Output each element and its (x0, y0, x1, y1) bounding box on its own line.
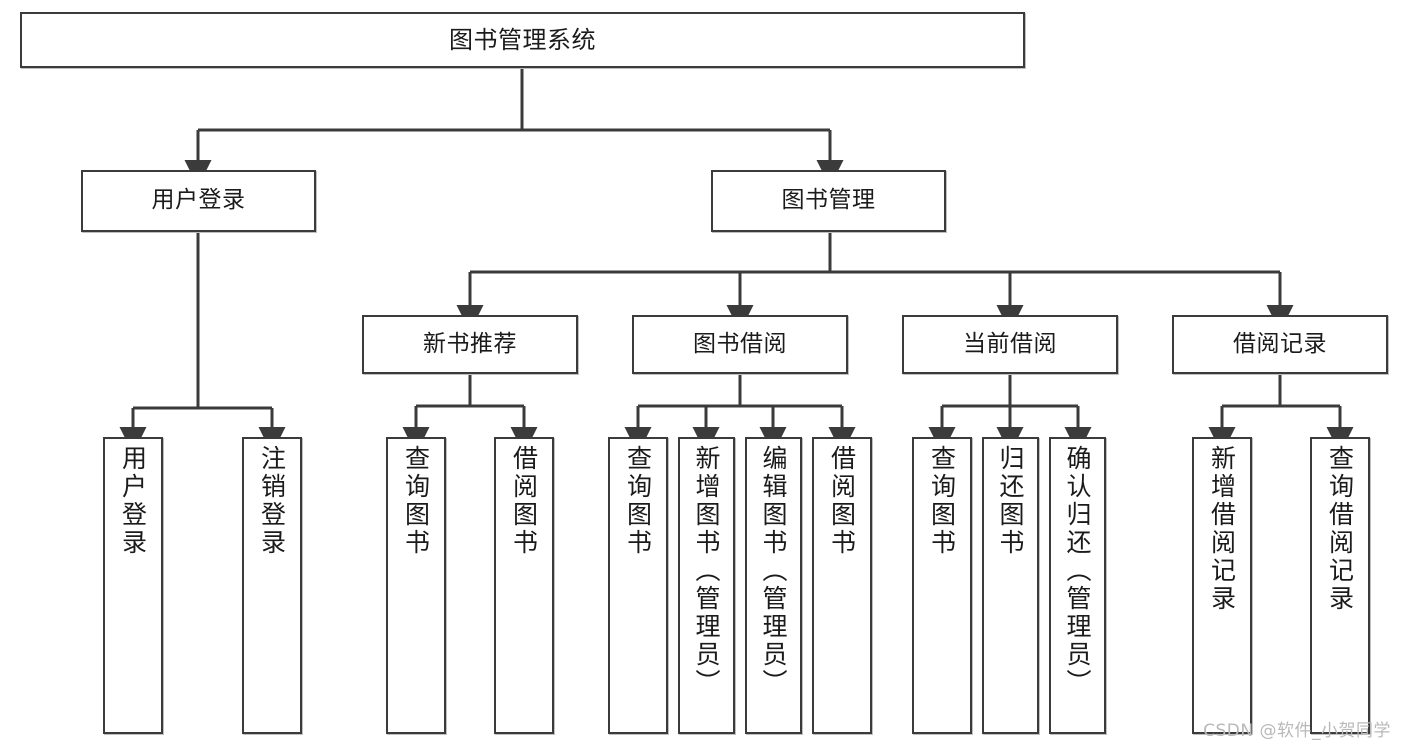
node-label: 用户登录 (118, 445, 148, 557)
node-label: 借阅图书 (827, 445, 857, 557)
node-label: 借阅记录 (1233, 330, 1327, 357)
watermark: CSDN @软件_小贺同学 (1203, 721, 1391, 741)
node-book-management[interactable]: 图书管理 (711, 170, 946, 232)
node-leaf-add-book-admin[interactable]: 新增图书（管理员） (678, 437, 735, 734)
node-book-borrow[interactable]: 图书借阅 (632, 315, 848, 374)
node-root-book-management-system[interactable]: 图书管理系统 (20, 12, 1025, 68)
node-new-book-recommend[interactable]: 新书推荐 (362, 315, 578, 374)
node-leaf-logout-login[interactable]: 注销登录 (242, 437, 302, 734)
node-borrow-record[interactable]: 借阅记录 (1172, 315, 1388, 374)
node-label: 注销登录 (257, 445, 287, 557)
node-label: 新增借阅记录 (1207, 445, 1237, 613)
node-leaf-borrow-book-recommend[interactable]: 借阅图书 (494, 437, 554, 734)
node-leaf-confirm-return-admin[interactable]: 确认归还（管理员） (1049, 437, 1106, 734)
node-label: 查询图书 (623, 445, 653, 557)
node-leaf-query-borrow-record[interactable]: 查询借阅记录 (1310, 437, 1370, 734)
node-label: 归还图书 (996, 445, 1025, 557)
node-label: 新书推荐 (423, 330, 517, 357)
node-leaf-user-login[interactable]: 用户登录 (103, 437, 163, 734)
node-leaf-query-book-borrow[interactable]: 查询图书 (608, 437, 668, 734)
node-leaf-query-book-current[interactable]: 查询图书 (912, 437, 972, 734)
node-user-login[interactable]: 用户登录 (81, 170, 316, 232)
node-label: 新增图书（管理员） (692, 445, 721, 697)
node-label: 图书借阅 (693, 330, 787, 357)
node-leaf-return-book[interactable]: 归还图书 (982, 437, 1039, 734)
node-label: 图书管理系统 (449, 25, 596, 54)
node-label: 编辑图书（管理员） (759, 445, 788, 697)
node-leaf-add-borrow-record[interactable]: 新增借阅记录 (1192, 437, 1252, 734)
node-label: 当前借阅 (963, 330, 1057, 357)
node-label: 用户登录 (151, 187, 246, 214)
node-leaf-edit-book-admin[interactable]: 编辑图书（管理员） (745, 437, 802, 734)
node-label: 图书管理 (781, 187, 876, 214)
node-leaf-query-book-recommend[interactable]: 查询图书 (386, 437, 446, 734)
node-label: 借阅图书 (509, 445, 539, 557)
node-label: 查询借阅记录 (1325, 445, 1355, 613)
node-label: 查询图书 (401, 445, 431, 557)
node-leaf-borrow-book[interactable]: 借阅图书 (812, 437, 872, 734)
node-label: 确认归还（管理员） (1063, 445, 1092, 697)
node-current-borrow[interactable]: 当前借阅 (902, 315, 1118, 374)
node-label: 查询图书 (927, 445, 957, 557)
